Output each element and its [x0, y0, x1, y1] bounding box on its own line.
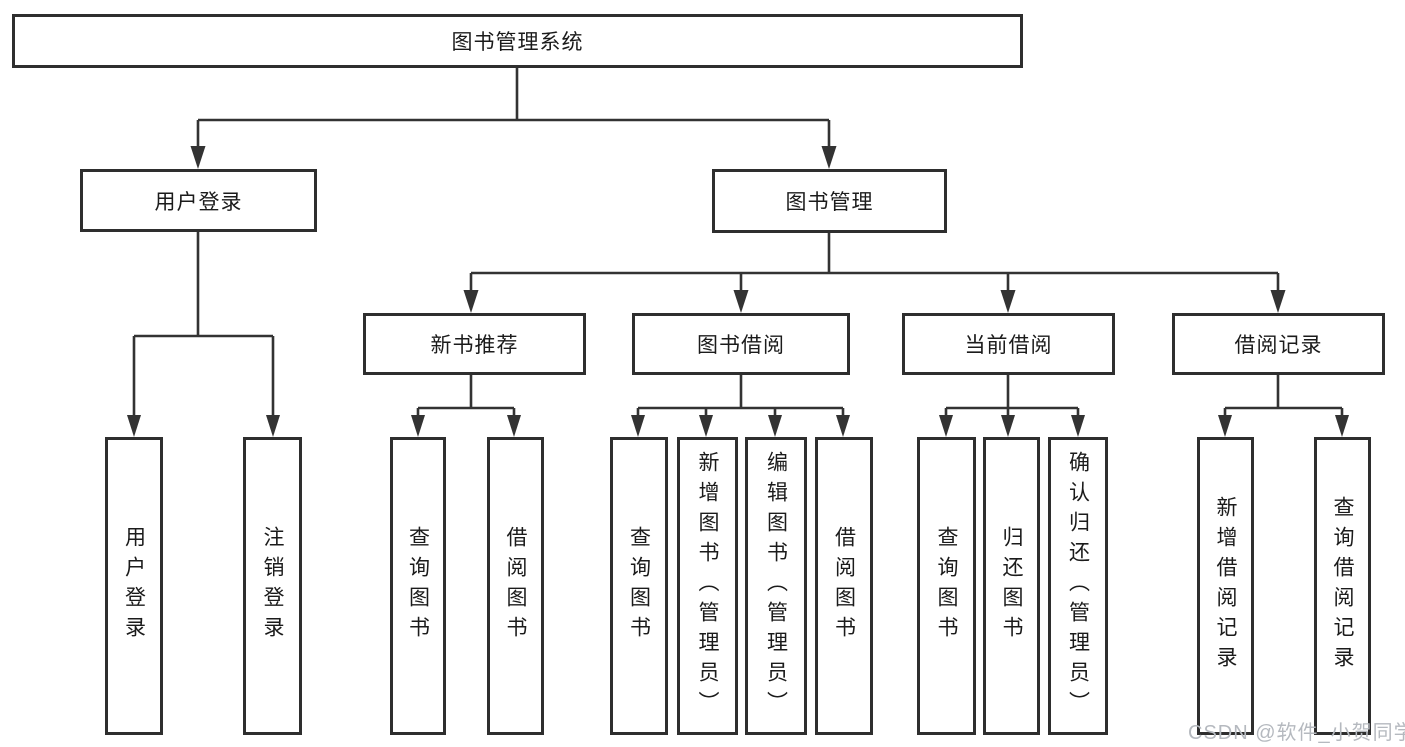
arrow-down-markers [127, 146, 1349, 437]
node-leaf-user-login: 用户登录 [105, 437, 163, 735]
leaf-label: 查询图书 [935, 526, 958, 646]
node-book-management: 图书管理 [712, 169, 947, 233]
leaf-label: 确认归还（管理员） [1066, 451, 1090, 721]
node-new-book-recommend: 新书推荐 [363, 313, 586, 375]
node-borrowing-records: 借阅记录 [1172, 313, 1385, 375]
node-leaf-query-books: 查询图书 [390, 437, 446, 735]
node-leaf-borrow-books: 借阅图书 [815, 437, 873, 735]
node-user-login: 用户登录 [80, 169, 317, 232]
leaf-label: 编辑图书（管理员） [764, 451, 788, 721]
leaf-label: 借阅图书 [504, 526, 527, 646]
leaf-label: 归还图书 [1000, 526, 1023, 646]
connector-lines [132, 68, 1344, 418]
node-book-borrowing: 图书借阅 [632, 313, 850, 375]
leaf-label: 查询图书 [627, 526, 651, 646]
leaf-label: 查询借阅记录 [1331, 496, 1354, 676]
node-leaf-query-borrow-record: 查询借阅记录 [1314, 437, 1371, 735]
node-current-borrowing: 当前借阅 [902, 313, 1115, 375]
node-leaf-return-books: 归还图书 [983, 437, 1040, 735]
leaf-label: 注销登录 [261, 526, 284, 646]
leaf-label: 用户登录 [122, 526, 146, 646]
leaf-label: 新增借阅记录 [1214, 496, 1237, 676]
node-leaf-borrow-books: 借阅图书 [487, 437, 544, 735]
node-leaf-add-books-admin: 新增图书（管理员） [677, 437, 738, 735]
node-leaf-logout: 注销登录 [243, 437, 302, 735]
node-leaf-edit-books-admin: 编辑图书（管理员） [745, 437, 807, 735]
node-leaf-query-books: 查询图书 [917, 437, 976, 735]
node-leaf-query-books: 查询图书 [610, 437, 668, 735]
node-leaf-add-borrow-record: 新增借阅记录 [1197, 437, 1254, 735]
leaf-label: 借阅图书 [832, 526, 856, 646]
node-library-management-system: 图书管理系统 [12, 14, 1023, 68]
leaf-label: 新增图书（管理员） [696, 451, 719, 721]
leaf-label: 查询图书 [406, 526, 430, 646]
node-leaf-confirm-return-admin: 确认归还（管理员） [1048, 437, 1108, 735]
